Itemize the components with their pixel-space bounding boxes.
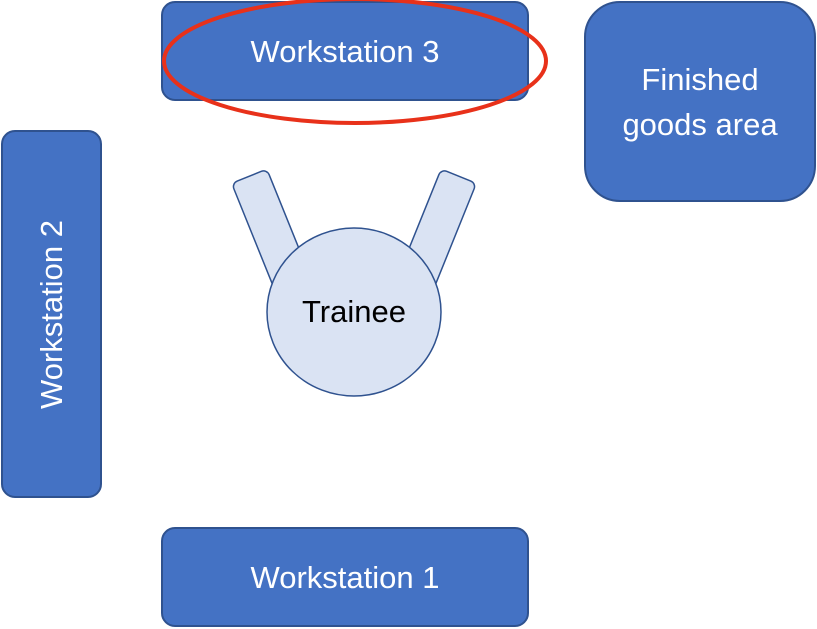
trainee-label: Trainee	[302, 294, 406, 329]
workstation-2: Workstation 2	[1, 130, 102, 498]
finished-goods-area: Finished goods area	[584, 1, 816, 202]
finished-goods-label: Finished goods area	[622, 61, 778, 142]
trainee-body	[266, 227, 442, 397]
workstation-1-label: Workstation 1	[250, 559, 440, 595]
workstation-1: Workstation 1	[161, 527, 529, 627]
